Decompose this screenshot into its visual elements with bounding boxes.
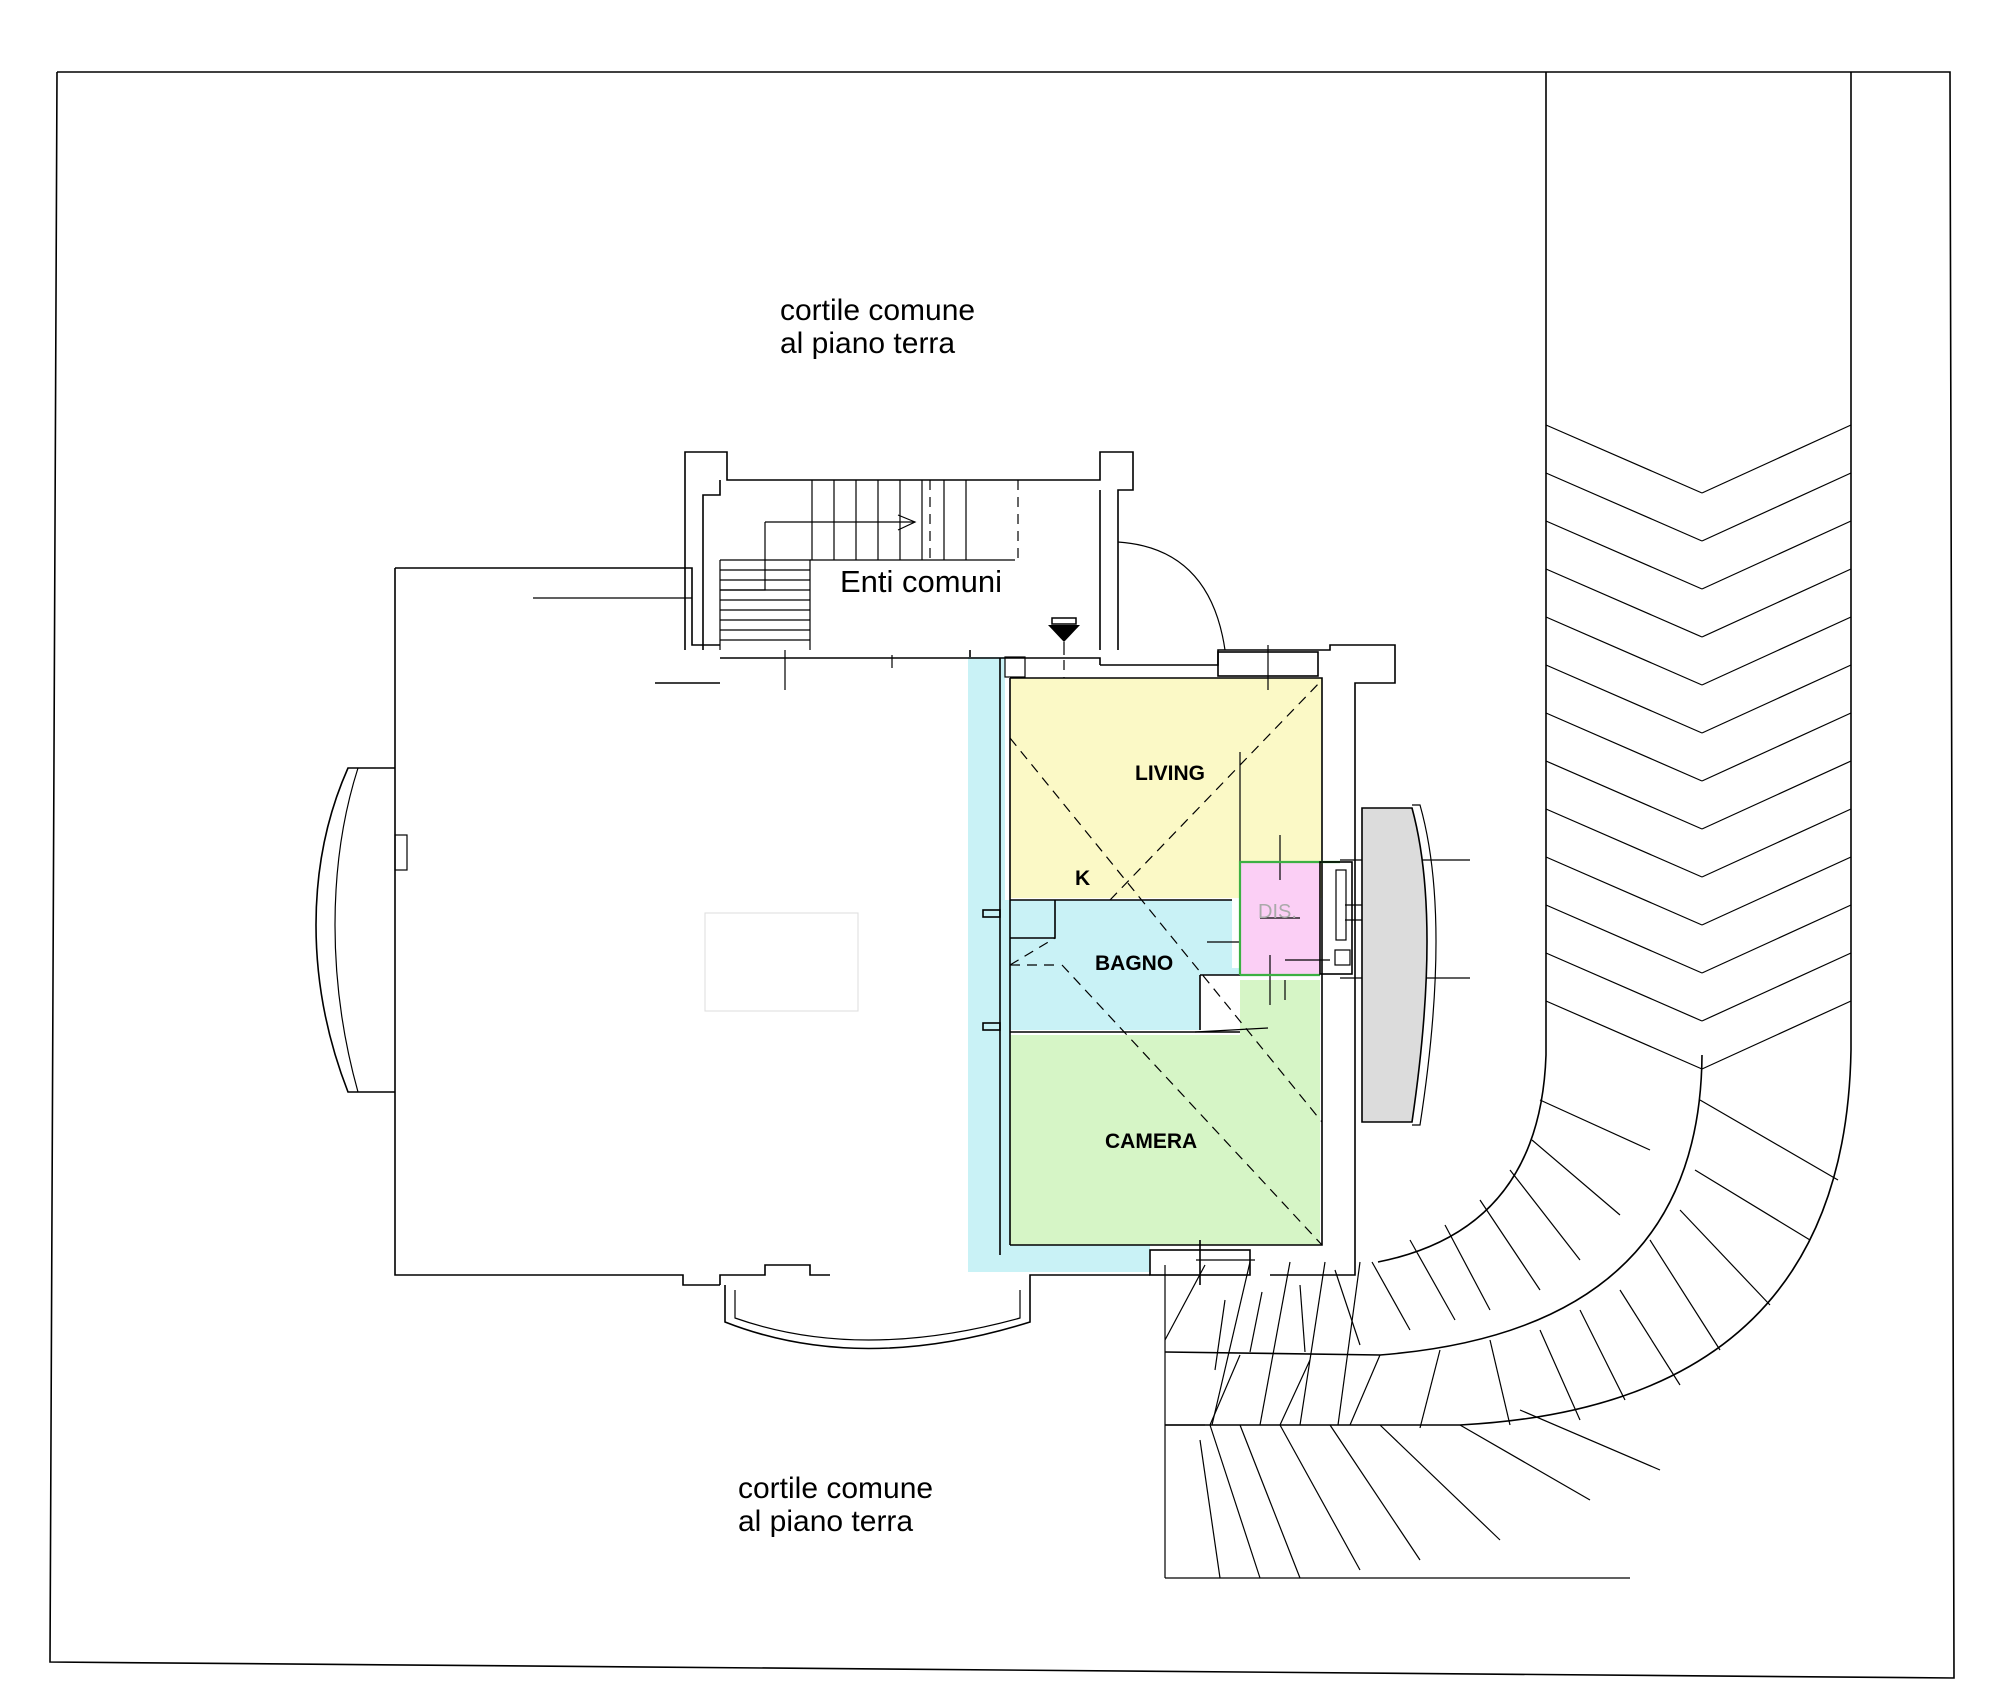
curved-ramp [1164, 424, 1852, 1579]
bathroom-label: BAGNO [1095, 952, 1173, 975]
ramp-step [1579, 1309, 1626, 1401]
courtyard-bottom-label-line2: al piano terra [738, 1505, 913, 1538]
ramp-step [1545, 472, 1703, 542]
ramp-step [1701, 760, 1852, 830]
common-areas-label: Enti comuni [840, 564, 1002, 599]
ramp-step [1545, 760, 1703, 830]
ramp-step [1701, 616, 1852, 686]
ramp-step [1409, 1239, 1456, 1321]
ramp-step [1239, 1424, 1301, 1579]
ramp-step [1539, 1099, 1651, 1151]
courtyard-bottom-label-line1: cortile comune [738, 1472, 933, 1505]
balcony [1361, 807, 1428, 1123]
ramp-step [1459, 1424, 1591, 1501]
ramp-step [1679, 1209, 1771, 1306]
ramp-step [1249, 1291, 1263, 1353]
ramp-step [1334, 1269, 1361, 1346]
ramp-step [1699, 1099, 1839, 1181]
apartment [719, 617, 1470, 1350]
ramp-step [1701, 808, 1852, 878]
ramp-step [1545, 856, 1703, 926]
bedroom-fill [1010, 980, 1320, 1245]
bedroom-label: CAMERA [1105, 1130, 1197, 1153]
ramp-step [1545, 424, 1703, 494]
ramp-step [1444, 1224, 1491, 1311]
ramp-step [1545, 712, 1703, 782]
ramp-step [1419, 1349, 1441, 1429]
lot-boundary [49, 71, 1955, 1679]
ramp-step [1619, 1289, 1681, 1386]
ramp-step [1649, 1239, 1721, 1351]
ramp-step [1701, 904, 1852, 974]
left-apartment [315, 567, 971, 1286]
courtyard-top-label-line1: cortile comune [780, 294, 975, 327]
courtyard-top-label-line2: al piano terra [780, 327, 955, 360]
ramp-step [1211, 1261, 1251, 1426]
ramp-step [1701, 520, 1852, 590]
ramp-step [1379, 1424, 1501, 1541]
ramp-step [1299, 1261, 1326, 1426]
ramp-step [1489, 1339, 1511, 1426]
ramp-step [1545, 952, 1703, 1022]
ramp-step [1214, 1299, 1226, 1371]
ramp-step [1545, 568, 1703, 638]
ramp-step [1299, 1284, 1306, 1353]
ramp-step [1164, 1264, 1206, 1341]
ramp-step [1701, 712, 1852, 782]
ramp-step [1545, 1000, 1703, 1070]
ramp-step [1371, 1261, 1411, 1331]
ramp-step [1539, 1329, 1581, 1421]
ramp-step [1479, 1199, 1541, 1291]
ramp-step [1545, 808, 1703, 878]
ramp-step [1279, 1424, 1361, 1571]
ramp-step [1545, 664, 1703, 734]
ramp-step [1701, 952, 1852, 1022]
ramp-step [1701, 664, 1852, 734]
ramp-step [1279, 1359, 1311, 1426]
ramp-step [1531, 1139, 1621, 1216]
ramp-step [1701, 472, 1852, 542]
ramp-step [1701, 424, 1852, 494]
ramp-step [1259, 1261, 1291, 1426]
ramp-step [1199, 1439, 1221, 1579]
ramp-step [1701, 568, 1852, 638]
ramp-step [1701, 856, 1852, 926]
kitchen-label: K [1075, 867, 1090, 890]
ramp-step [1509, 1169, 1581, 1261]
ramp-step [1329, 1424, 1421, 1561]
ramp-step [1545, 904, 1703, 974]
ramp-step [1209, 1424, 1261, 1579]
ramp-step [1694, 1169, 1811, 1241]
bathroom-fill [1010, 900, 1240, 1030]
ramp-step [1337, 1261, 1361, 1426]
living-label: LIVING [1135, 762, 1205, 785]
ramp-step [1701, 1000, 1852, 1070]
ramp-step [1545, 520, 1703, 590]
stair-block [684, 451, 1226, 651]
ramp-step [1519, 1409, 1661, 1471]
corridor-fill [968, 657, 1150, 1272]
hallway-label: DIS. [1258, 901, 1297, 923]
ramp-step [1545, 616, 1703, 686]
ramp-step [1349, 1354, 1381, 1426]
